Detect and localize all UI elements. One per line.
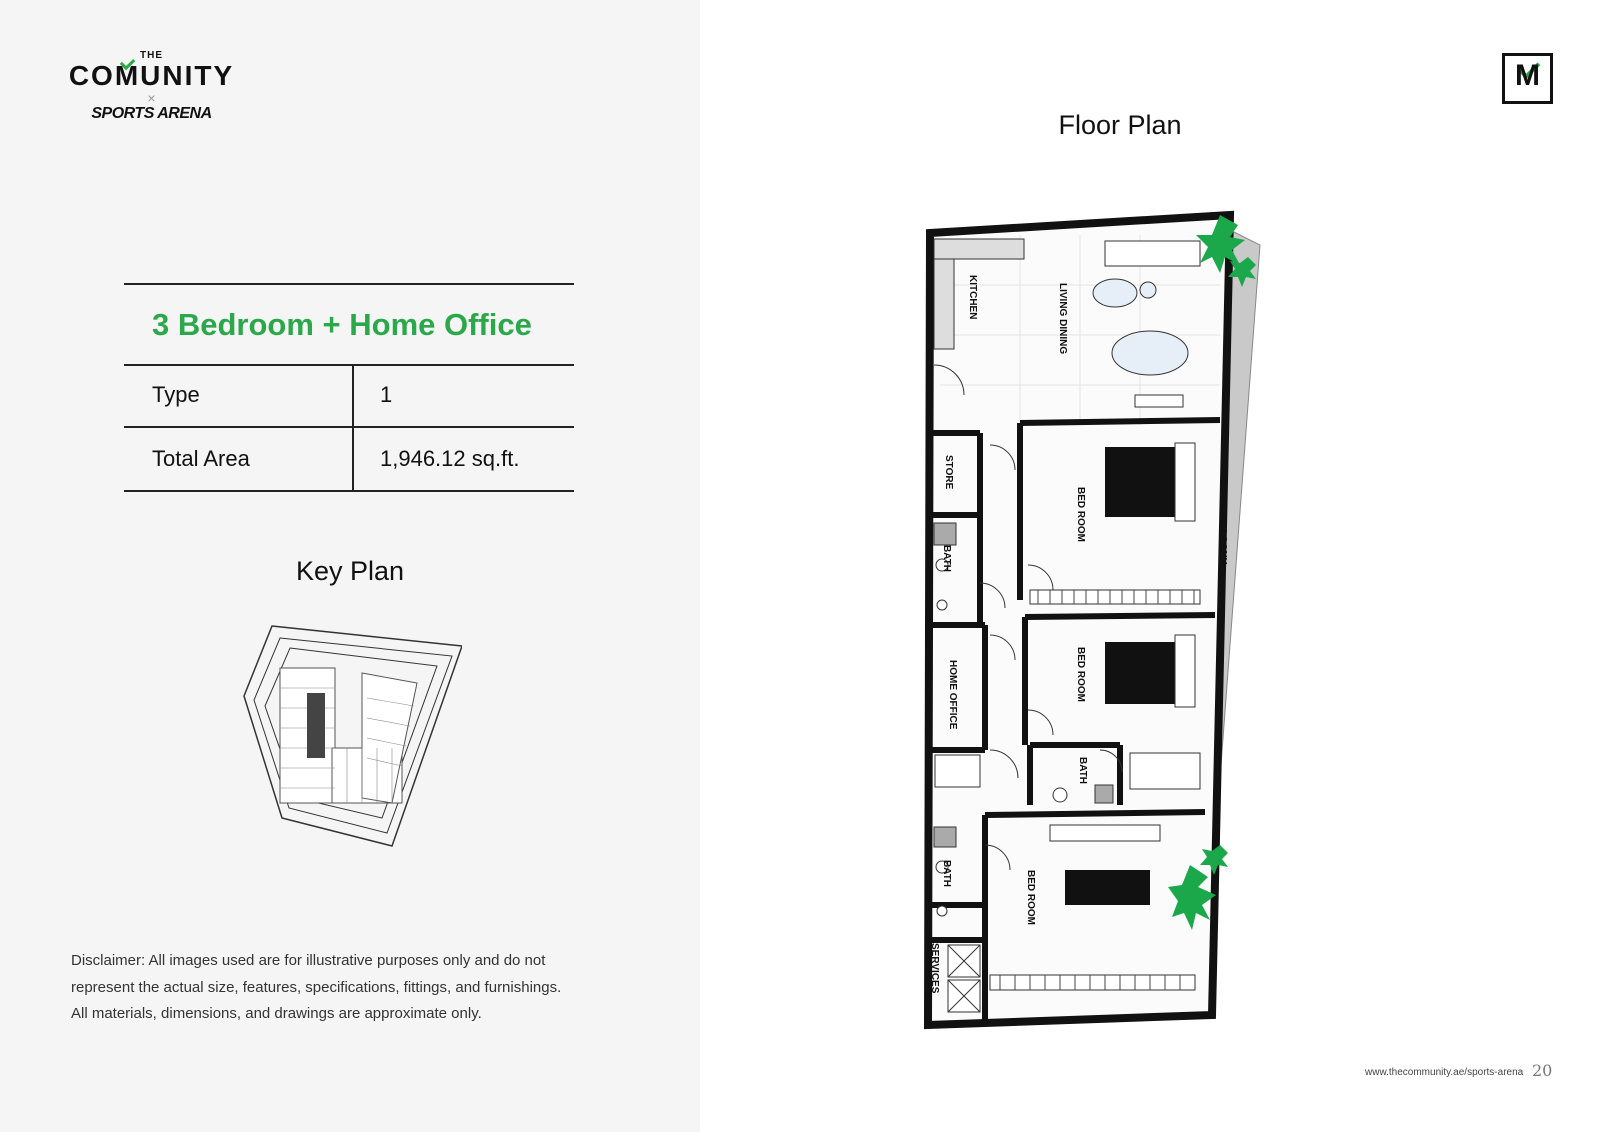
services-grid (947, 944, 981, 1013)
spec-value: 1,946.12 sq.ft. (353, 427, 574, 492)
unit-title-box: 3 Bedroom + Home Office (124, 283, 574, 366)
room-label-bedroom: BED ROOM (1025, 870, 1036, 925)
room-label-bedroom: BED ROOM (1075, 487, 1086, 542)
key-plan-outline (243, 625, 462, 847)
room-label-kitchen: KITCHEN (967, 275, 978, 319)
bath-fixtures (933, 522, 1114, 917)
m-logo: M (1502, 53, 1553, 104)
outer-wall (923, 210, 1235, 1030)
beds (1065, 447, 1175, 905)
table-row: Type 1 (124, 364, 574, 428)
left-panel (0, 0, 700, 1132)
spec-label: Total Area (124, 427, 354, 492)
table-row: Total Area 1,946.12 sq.ft. (124, 427, 574, 492)
brand-subtitle: SPORTS ARENA (91, 105, 212, 122)
brand-cross: × (147, 90, 156, 106)
floor-plan-title: Floor Plan (1058, 110, 1182, 140)
brand-logo: THE COMUNITY × SPORTS ARENA (64, 50, 239, 123)
room-label-bath: BATH (1077, 757, 1088, 784)
room-label-bath: BATH (941, 860, 952, 887)
room-label-home-office: HOME OFFICE (947, 660, 958, 730)
internal-walls (928, 417, 1221, 1020)
disclaimer-line: All materials, dimensions, and drawings … (71, 1005, 482, 1022)
key-plan-drawing (243, 625, 462, 847)
disclaimer: Disclaimer: All images used are for illu… (71, 948, 651, 1028)
spec-value: 1 (353, 364, 574, 428)
key-plan-highlight (307, 693, 325, 758)
footer-url: www.thecommunity.ae/sports-arena (1365, 1067, 1524, 1078)
spec-table: Type 1 Total Area 1,946.12 sq.ft. (124, 364, 574, 492)
door-swings (933, 364, 1123, 871)
page-number: 20 (1532, 1061, 1553, 1080)
floor-tiles (940, 235, 1220, 425)
brand-name: COMUNITY (64, 61, 239, 91)
wardrobe-hatch (999, 590, 1195, 990)
living-furniture (1092, 240, 1201, 408)
room-label-services: SERVICES (929, 943, 940, 994)
brand-the: THE (140, 50, 163, 61)
spec-label: Type (124, 364, 354, 428)
disclaimer-line: Disclaimer: All images used are for illu… (71, 952, 546, 969)
room-label-store: STORE (943, 455, 954, 490)
unit-title: 3 Bedroom + Home Office (152, 307, 532, 342)
room-label-bedroom: BED ROOM (1075, 647, 1086, 702)
key-plan-title: Key Plan (295, 556, 405, 586)
logo-letter: M (1515, 59, 1540, 92)
plant-icon (1168, 215, 1256, 930)
floor-plan-drawing: KITCHEN LIVING DINING STORE BATH BED ROO… (923, 210, 1261, 1030)
brand-name-m: M (114, 60, 141, 91)
bed-headboards (1049, 442, 1196, 842)
brand-name-pre: CO (68, 60, 115, 91)
brand-name-post: UNITY (140, 60, 235, 91)
room-label-balcony: BALCONY (1217, 515, 1228, 565)
disclaimer-line: represent the actual size, features, spe… (71, 978, 562, 996)
kitchen-counter (933, 238, 1025, 350)
room-label-living-dining: LIVING DINING (1057, 283, 1068, 354)
room-label-bath: BATH (941, 545, 952, 572)
